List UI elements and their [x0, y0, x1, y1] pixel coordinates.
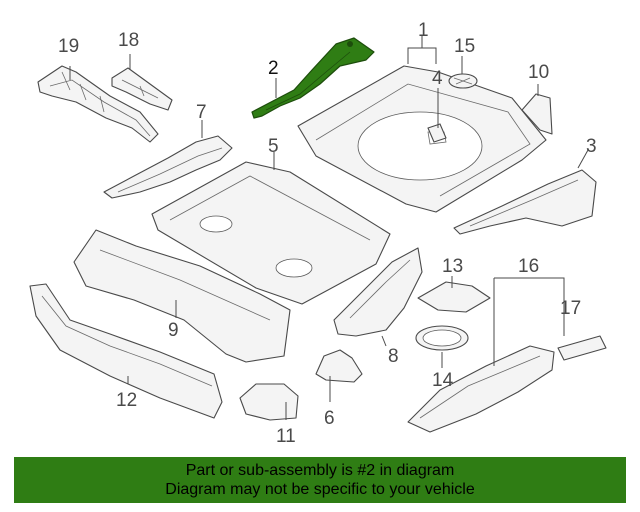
callout-12[interactable]: 12 [116, 390, 137, 411]
callout-14[interactable]: 14 [432, 370, 454, 391]
part-3[interactable] [453, 169, 597, 235]
callout-3[interactable]: 3 [586, 136, 597, 157]
part-13[interactable] [417, 281, 491, 313]
part-8[interactable] [333, 247, 423, 337]
part-1[interactable] [297, 65, 547, 213]
callout-1[interactable]: 1 [418, 20, 429, 41]
callouts: 1 2 3 4 5 6 7 8 9 10 11 12 13 14 15 16 1… [58, 20, 597, 447]
callout-7[interactable]: 7 [196, 102, 207, 123]
callout-6[interactable]: 6 [324, 408, 335, 429]
part-5[interactable] [151, 161, 391, 305]
part-6[interactable] [315, 349, 363, 383]
callout-19[interactable]: 19 [58, 36, 79, 57]
callout-5[interactable]: 5 [268, 136, 279, 157]
callout-4[interactable]: 4 [432, 68, 443, 89]
part-4[interactable] [427, 123, 447, 143]
part-9[interactable] [73, 229, 291, 363]
part-2-highlighted[interactable] [251, 37, 375, 119]
part-12[interactable] [29, 283, 223, 419]
leader-lines [69, 36, 589, 420]
callout-16[interactable]: 16 [518, 256, 539, 277]
part-15[interactable] [448, 73, 478, 89]
part-11[interactable] [239, 383, 299, 421]
callout-2[interactable]: 2 [268, 58, 279, 79]
banner-line-1: Part or sub-assembly is #2 in diagram [185, 462, 455, 479]
callout-11[interactable]: 11 [276, 426, 296, 447]
part-17[interactable] [557, 335, 607, 361]
part-7[interactable] [103, 135, 233, 199]
callout-8[interactable]: 8 [388, 346, 399, 367]
callout-17[interactable]: 17 [560, 298, 581, 319]
part-14[interactable] [415, 325, 469, 351]
banner-line-2: Diagram may not be specific to your vehi… [165, 481, 475, 498]
part-16[interactable] [407, 345, 555, 433]
part-18[interactable] [111, 67, 173, 111]
callout-9[interactable]: 9 [168, 320, 179, 341]
callout-18[interactable]: 18 [118, 30, 139, 51]
parts-diagram: 1 2 3 4 5 6 7 8 9 10 11 12 13 14 15 16 1… [29, 20, 607, 447]
info-banner: Part or sub-assembly is #2 in diagram Di… [14, 457, 626, 503]
callout-10[interactable]: 10 [528, 62, 549, 83]
part-10[interactable] [521, 93, 553, 135]
callout-15[interactable]: 15 [454, 36, 475, 57]
callout-13[interactable]: 13 [442, 256, 463, 277]
part-19[interactable] [37, 65, 159, 143]
